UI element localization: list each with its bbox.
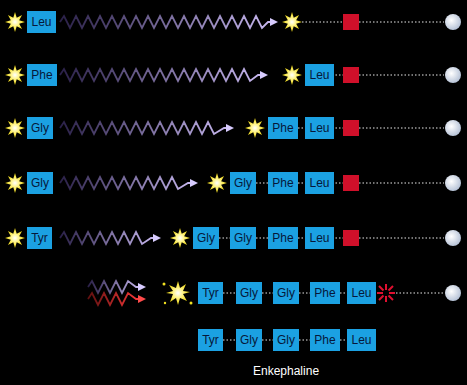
peptide-bond xyxy=(298,237,305,239)
amino-acid-name: Leu xyxy=(31,15,51,29)
amino-acid-box: Tyr xyxy=(198,329,223,351)
activator-star xyxy=(5,173,25,193)
peptide-bond xyxy=(340,292,347,294)
amino-acid-box: Leu xyxy=(305,172,334,194)
amino-acid-box: Tyr xyxy=(198,282,223,304)
dotted-links xyxy=(302,22,444,293)
peptide-bond xyxy=(298,127,305,129)
amino-acid-box: Gly xyxy=(273,329,299,351)
arrowhead xyxy=(270,18,278,26)
amino-acid-box: Phe xyxy=(268,117,298,139)
amino-acid-name: Tyr xyxy=(202,286,219,300)
amino-acid-box: Phe xyxy=(310,282,340,304)
reaction-star xyxy=(207,173,227,193)
peptide-bond xyxy=(223,339,236,341)
amino-acid-box: Leu xyxy=(347,282,376,304)
activator-star xyxy=(5,12,25,32)
coupling-arrow xyxy=(60,177,192,189)
peptide-bond xyxy=(256,237,268,239)
arrowhead xyxy=(226,124,234,132)
caption-label: Enkephaline xyxy=(253,364,319,378)
arrowhead xyxy=(138,283,146,291)
arrowhead xyxy=(190,179,198,187)
amino-acid-name: Phe xyxy=(314,286,335,300)
amino-acid-name: Gly xyxy=(277,286,295,300)
amino-acid-box: Gly xyxy=(230,172,256,194)
amino-acid-box: Leu xyxy=(305,227,334,249)
cleavage-burst xyxy=(377,284,395,302)
amino-acid-name: Gly xyxy=(234,176,252,190)
peptide-bond xyxy=(298,182,305,184)
activator-star xyxy=(5,118,25,138)
amino-acid-box: Gly xyxy=(236,282,262,304)
amino-acid-box: Phe xyxy=(310,329,340,351)
peptide-bond xyxy=(262,339,273,341)
arrowhead xyxy=(153,234,161,242)
amino-acid-name: Gly xyxy=(240,333,258,347)
amino-acid-name: Leu xyxy=(309,231,329,245)
amino-acid-name: Leu xyxy=(309,121,329,135)
coupling-arrow xyxy=(88,293,140,305)
amino-acid-name: Phe xyxy=(31,68,52,82)
peptide-bond xyxy=(299,339,310,341)
amino-acid-name: Gly xyxy=(31,121,49,135)
amino-acid-name: Tyr xyxy=(202,333,219,347)
amino-acid-name: Leu xyxy=(309,68,329,82)
reaction-star xyxy=(170,228,190,248)
amino-acid-box: Tyr xyxy=(27,227,52,249)
amino-acid-name: Phe xyxy=(272,176,293,190)
activator-star xyxy=(5,228,25,248)
amino-acid-name: Gly xyxy=(277,333,295,347)
amino-acid-box: Gly xyxy=(193,227,219,249)
linker-square xyxy=(343,14,359,246)
amino-acid-box: Gly xyxy=(273,282,299,304)
coupling-arrow xyxy=(60,232,155,244)
amino-acid-box: Leu xyxy=(347,329,376,351)
amino-acid-box: Gly xyxy=(27,117,53,139)
peptide-bond xyxy=(256,182,268,184)
amino-acid-box: Leu xyxy=(27,11,56,33)
peptide-bond xyxy=(223,292,236,294)
amino-acid-box: Gly xyxy=(230,227,256,249)
deprotection-burst xyxy=(163,281,193,305)
coupling-arrow xyxy=(60,69,262,81)
amino-acid-name: Phe xyxy=(272,231,293,245)
arrowhead xyxy=(138,295,146,303)
reaction-star xyxy=(245,118,265,138)
coupling-arrow xyxy=(60,122,228,134)
amino-acid-name: Leu xyxy=(351,333,371,347)
amino-acid-box: Gly xyxy=(27,172,53,194)
peptide-bond xyxy=(262,292,273,294)
amino-acid-box: Leu xyxy=(305,117,334,139)
amino-acid-name: Leu xyxy=(351,286,371,300)
amino-acid-name: Gly xyxy=(31,176,49,190)
amino-acid-box: Gly xyxy=(236,329,262,351)
peptide-bond xyxy=(299,292,310,294)
reaction-star xyxy=(282,12,302,32)
resin-bead xyxy=(445,14,461,301)
amino-acid-box: Phe xyxy=(27,64,57,86)
arrowhead xyxy=(260,71,268,79)
amino-acid-name: Gly xyxy=(240,286,258,300)
amino-acid-name: Leu xyxy=(309,176,329,190)
amino-acid-name: Phe xyxy=(314,333,335,347)
amino-acid-box: Leu xyxy=(305,64,334,86)
amino-acid-name: Phe xyxy=(272,121,293,135)
peptide-bond xyxy=(219,237,230,239)
reaction-star xyxy=(282,65,302,85)
peptide-bond xyxy=(340,339,347,341)
activator-star xyxy=(5,65,25,85)
amino-acid-name: Gly xyxy=(234,231,252,245)
amino-acid-name: Tyr xyxy=(31,231,48,245)
amino-acid-box: Phe xyxy=(268,227,298,249)
amino-acid-name: Gly xyxy=(197,231,215,245)
amino-acid-box: Phe xyxy=(268,172,298,194)
coupling-arrow xyxy=(60,16,272,28)
coupling-arrow xyxy=(88,281,140,293)
